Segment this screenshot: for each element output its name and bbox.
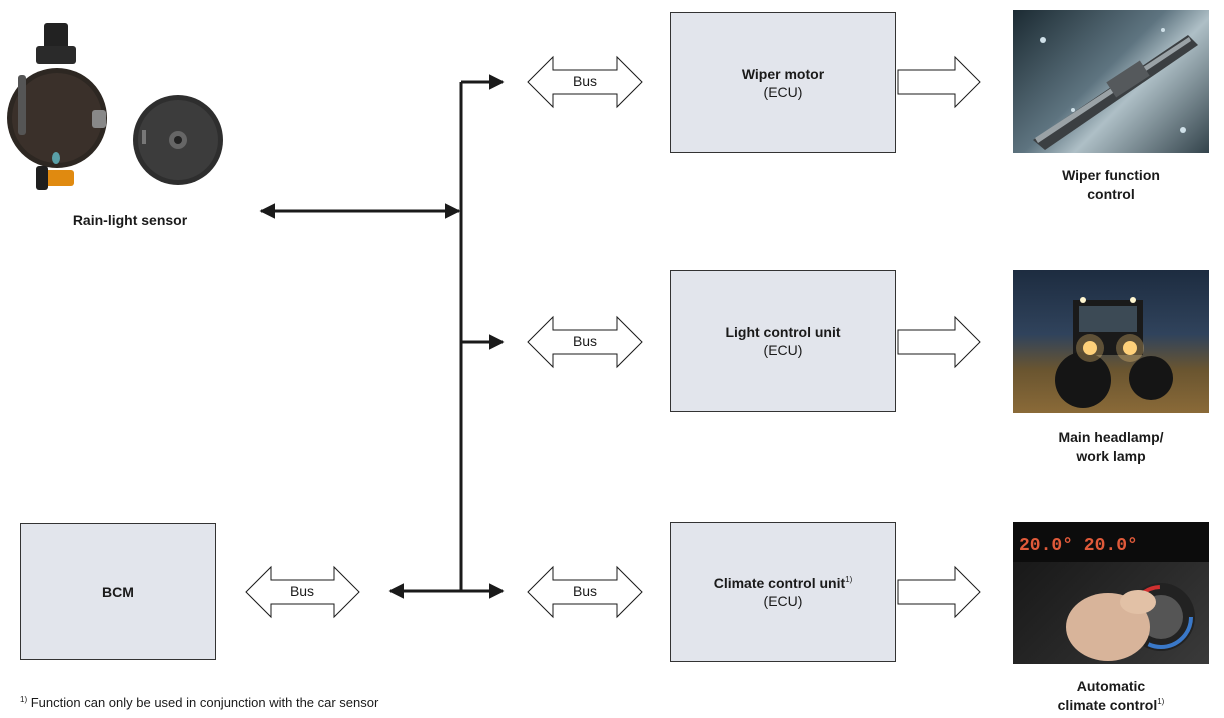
footnote: 1) Function can only be used in conjunct… bbox=[20, 695, 378, 710]
footnote-marker: 1) bbox=[1157, 697, 1165, 706]
bcm-box: BCM bbox=[20, 523, 216, 660]
footnote-marker: 1) bbox=[20, 695, 28, 704]
tractor-headlamp-photo bbox=[1013, 270, 1209, 413]
ecu-title: Wiper motor bbox=[741, 65, 825, 82]
sensor-caption: Rain-light sensor bbox=[72, 212, 188, 228]
ecu-subtitle: (ECU) bbox=[763, 342, 803, 358]
bus-symbol-climate bbox=[527, 565, 643, 619]
ecu-subtitle: (ECU) bbox=[763, 593, 803, 609]
output-arrow-light bbox=[897, 315, 981, 369]
bus-label-wiper: Bus bbox=[572, 73, 598, 89]
ecu-title: Climate control unit bbox=[713, 575, 846, 591]
output-arrow-climate bbox=[897, 565, 981, 619]
ecu-box-light: Light control unit (ECU) bbox=[670, 270, 896, 412]
rain-light-sensor-icon bbox=[7, 23, 223, 190]
footnote-text: Function can only be used in conjunction… bbox=[27, 695, 379, 710]
climate-knob-photo: 20.0° 20.0° bbox=[1013, 522, 1209, 664]
bus-label-bcm: Bus bbox=[289, 583, 315, 599]
bcm-label: BCM bbox=[102, 583, 134, 600]
bus-label-climate: Bus bbox=[572, 583, 598, 599]
svg-text:20.0° 20.0°: 20.0° 20.0° bbox=[1019, 536, 1138, 556]
bus-label-light: Bus bbox=[572, 333, 598, 349]
wiper-blade-photo bbox=[1013, 10, 1209, 153]
function-caption-light: Main headlamp/ work lamp bbox=[1058, 429, 1164, 464]
ecu-box-climate: Climate control unit1) (ECU) bbox=[670, 522, 896, 662]
function-caption-wiper: Wiper function control bbox=[1062, 167, 1160, 202]
bus-symbol-light bbox=[527, 315, 643, 369]
bus-symbol-bcm bbox=[245, 565, 360, 619]
bus-symbol-wiper bbox=[527, 55, 643, 109]
ecu-title: Light control unit bbox=[725, 324, 841, 340]
ecu-subtitle: (ECU) bbox=[763, 83, 803, 100]
function-caption-climate: Automatic climate control1) bbox=[1057, 678, 1165, 713]
footnote-marker: 1) bbox=[845, 575, 853, 584]
ecu-box-wiper: Wiper motor (ECU) bbox=[670, 12, 896, 153]
output-arrow-wiper bbox=[897, 55, 981, 109]
